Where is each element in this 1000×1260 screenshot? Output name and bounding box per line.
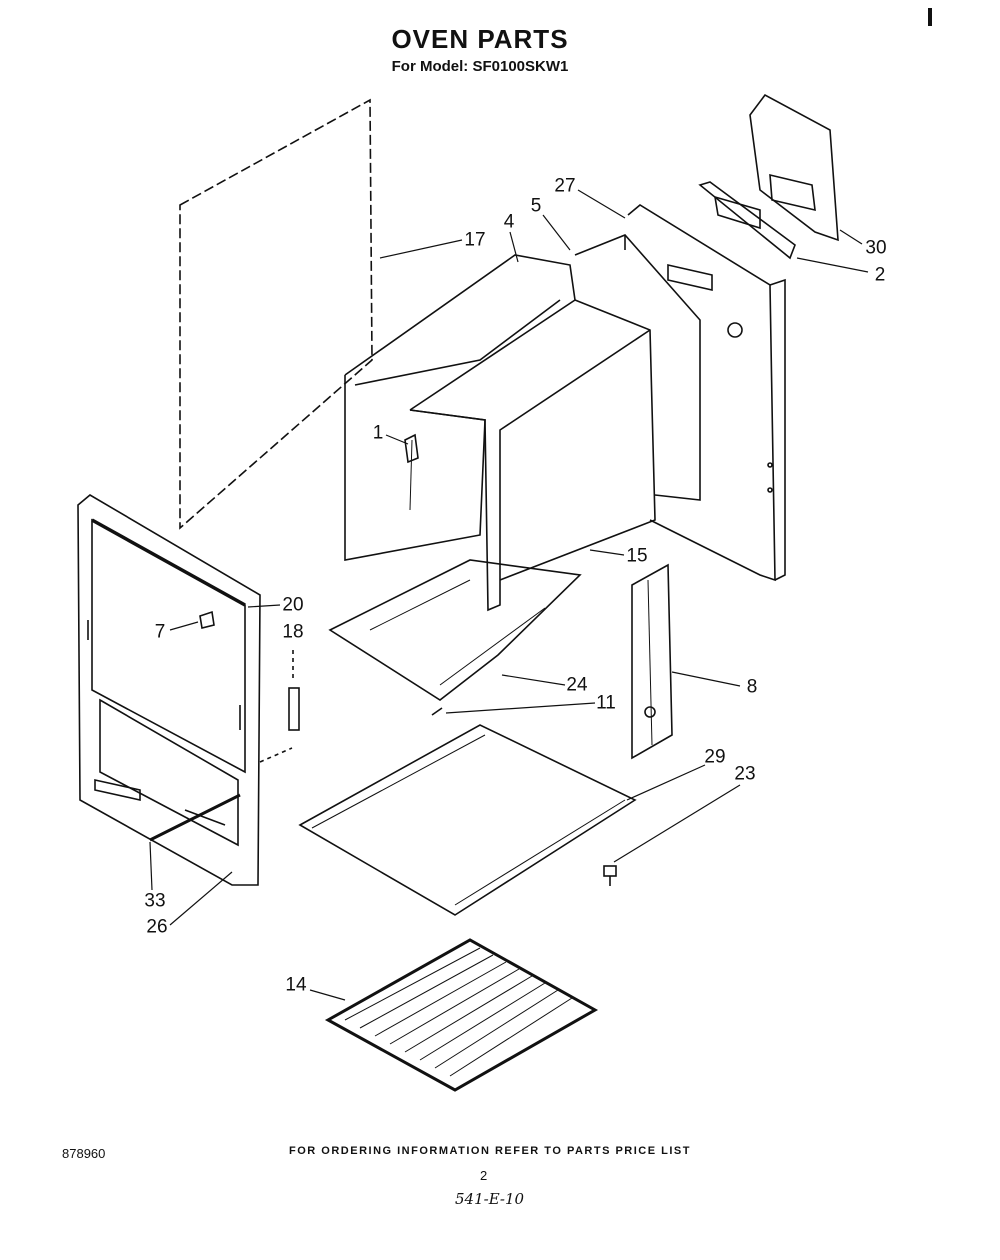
callout-26: 26 — [146, 916, 168, 938]
model-subtitle: For Model: SF0100SKW1 — [391, 58, 569, 75]
part-26-oven-door — [77, 494, 261, 886]
part-27-rear-panel — [627, 204, 786, 582]
part-7-latch — [199, 610, 215, 629]
callout-8: 8 — [746, 676, 758, 698]
part-14-oven-rack — [324, 938, 599, 1092]
page-number: 2 — [480, 1168, 488, 1183]
page-title: OVEN PARTS — [391, 24, 569, 54]
callout-20: 20 — [282, 594, 304, 616]
part-18-hinge — [259, 650, 300, 763]
callout-2: 2 — [874, 264, 886, 286]
part-24-oven-bottom — [328, 559, 582, 701]
callout-4: 4 — [503, 211, 515, 233]
callout-27: 27 — [554, 175, 576, 197]
part-11-clip — [431, 707, 443, 716]
ordering-note: FOR ORDERING INFORMATION REFER TO PARTS … — [289, 1145, 691, 1157]
callout-18: 18 — [282, 621, 304, 643]
document-number: 878960 — [62, 1146, 106, 1161]
part-4-oven-cavity — [344, 254, 656, 612]
callout-30: 30 — [865, 237, 887, 259]
part-5-insulation — [574, 234, 701, 501]
page-edge-mark — [928, 8, 932, 26]
part-1-bracket — [404, 433, 419, 464]
callout-14: 14 — [285, 974, 307, 996]
handwritten-code: 541-E-10 — [455, 1190, 525, 1208]
callout-29: 29 — [704, 746, 726, 768]
part-23-screw — [603, 865, 617, 886]
callout-17: 17 — [464, 229, 486, 251]
callout-15: 15 — [626, 545, 648, 567]
part-30-cover — [749, 93, 839, 242]
callout-7: 7 — [154, 621, 166, 643]
callout-24: 24 — [566, 674, 588, 696]
part-2-gasket — [698, 181, 796, 260]
leader-lines — [149, 189, 869, 1001]
callout-33: 33 — [144, 890, 166, 912]
part-8-side-trim — [631, 563, 673, 760]
part-17-insulation — [179, 98, 373, 530]
callout-11: 11 — [596, 692, 616, 714]
callout-23: 23 — [734, 763, 756, 785]
callout-1: 1 — [372, 422, 384, 444]
part-29-drawer — [298, 724, 637, 916]
callout-5: 5 — [530, 195, 542, 217]
